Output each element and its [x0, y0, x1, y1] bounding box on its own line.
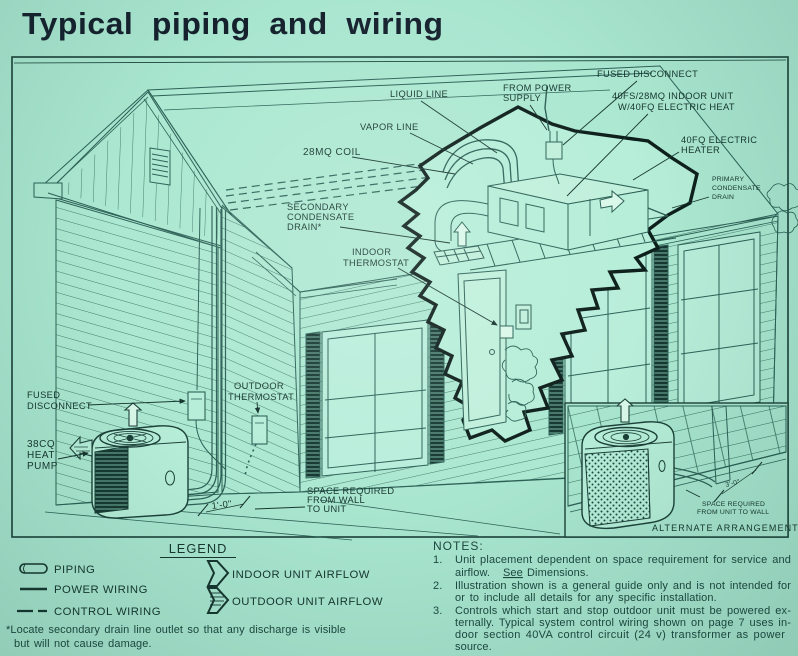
label-indoor-thermostat: INDOOR — [352, 247, 391, 257]
alt-dimension — [713, 461, 763, 503]
svg-text:THERMOSTAT: THERMOSTAT — [343, 258, 409, 268]
label-secondary-drain: SECONDARY — [287, 202, 349, 212]
svg-text:PUMP: PUMP — [27, 461, 58, 472]
legend-title: LEGEND — [169, 541, 228, 556]
svg-text:DRAIN: DRAIN — [712, 194, 734, 201]
svg-text:source.: source. — [455, 641, 492, 653]
primary-drain-pipe — [647, 207, 669, 217]
indoor-fused-disconnect — [544, 85, 563, 185]
label-dim-1ft: 1'-0" — [211, 499, 232, 511]
outdoor-airflow-arrow-icon — [206, 587, 230, 614]
label-coil: 28MQ COIL — [303, 147, 361, 158]
outdoor-thermostat-device — [251, 415, 268, 445]
heat-pump-unit — [69, 402, 189, 519]
wall-dimension — [197, 495, 251, 517]
legend-footnote: *Locate secondary drain line outlet so t… — [6, 624, 346, 636]
label-fused-disconnect-indoor: FUSED DISCONNECT — [597, 69, 698, 79]
note-2: Illustration shown is a general guide on… — [455, 580, 791, 592]
svg-text:but will not cause damage.: but will not cause damage. — [14, 638, 152, 650]
notes-heading: NOTES: — [433, 539, 484, 553]
label-heat-pump: 38CQ — [27, 439, 55, 450]
svg-text:THERMOSTAT: THERMOSTAT — [228, 392, 294, 402]
attic-interior — [433, 85, 677, 431]
svg-text:airflow.: airflow. — [455, 567, 490, 579]
label-fused-disconnect-outdoor: FUSED — [27, 390, 60, 400]
legend-control-label: CONTROL WIRING — [54, 606, 161, 618]
label-space-unit-wall: SPACE REQUIRED — [702, 501, 765, 508]
interior-room — [457, 269, 532, 431]
note-3: Controls which start and stop outdoor un… — [455, 605, 791, 617]
refrigerant-pipe-loops — [442, 139, 520, 195]
fan-airflow-up-arrow-icon — [123, 402, 143, 427]
svg-text:CONDENSATE: CONDENSATE — [287, 212, 354, 222]
legend-power-label: POWER WIRING — [54, 584, 148, 596]
alternate-unit — [581, 398, 675, 530]
label-dim-3ft: 3'-0" — [725, 479, 741, 489]
page-title: Typical piping and wiring — [22, 6, 444, 41]
svg-text:TO UNIT: TO UNIT — [307, 504, 346, 514]
label-space-wall-unit: SPACE REQUIRED — [307, 486, 394, 496]
indoor-airflow-arrow-icon — [452, 221, 472, 247]
legend-outdoor-airflow-label: OUTDOOR UNIT AIRFLOW — [232, 596, 383, 608]
svg-text:See: See — [503, 567, 523, 579]
svg-text:ternally. Typical system contr: ternally. Typical system control wiring … — [455, 617, 791, 629]
label-from-power-supply: FROM POWER — [503, 83, 572, 93]
svg-text:door section 40VA control circ: door section 40VA control circuit (24 v)… — [455, 629, 785, 641]
svg-text:DISCONNECT: DISCONNECT — [27, 401, 92, 411]
indoor-thermostat-device — [499, 325, 514, 339]
label-electric-heater: 40FQ ELECTRIC — [681, 135, 757, 145]
heater-airflow-arrow-icon — [599, 189, 625, 214]
label-primary-drain: PRIMARY — [712, 176, 745, 183]
label-indoor-unit: 40FS/28MQ INDOOR UNIT — [612, 91, 734, 101]
svg-text:FROM WALL: FROM WALL — [307, 495, 365, 505]
svg-text:HEATER: HEATER — [681, 145, 720, 155]
diagram-frame — [11, 56, 789, 538]
svg-text:2.: 2. — [433, 580, 442, 592]
svg-text:Dimensions.: Dimensions. — [527, 567, 589, 579]
legend-indoor-airflow-label: INDOOR UNIT AIRFLOW — [232, 569, 370, 581]
front-window — [305, 316, 445, 479]
label-liquid-line: LIQUID LINE — [390, 89, 448, 99]
outdoor-fused-disconnect — [187, 391, 206, 421]
svg-text:W/40FQ ELECTRIC HEAT: W/40FQ ELECTRIC HEAT — [618, 102, 735, 112]
alternate-arrangement-inset — [564, 398, 789, 538]
indoor-airflow-arrow-icon — [206, 560, 230, 587]
debris — [501, 345, 538, 422]
legend-piping-label: PIPING — [54, 564, 95, 576]
right-window-2 — [677, 231, 761, 415]
svg-text:or to include all details for: or to include all details for any specif… — [455, 592, 717, 604]
legend: LEGEND PIPING POWER WIRING CONTROL WIRIN… — [6, 541, 383, 650]
svg-text:1.: 1. — [433, 554, 442, 566]
supply-duct — [433, 200, 489, 266]
note-1: Unit placement dependent on space requir… — [455, 554, 791, 566]
svg-text:SUPPLY: SUPPLY — [503, 93, 541, 103]
notes: NOTES: 1. Unit placement dependent on sp… — [433, 539, 791, 653]
piping-symbol-icon — [19, 563, 48, 574]
svg-text:3.: 3. — [433, 605, 442, 617]
diagram-labels: LIQUID LINE VAPOR LINE 28MQ COIL FROM PO… — [27, 69, 798, 533]
gable-vent-icon — [149, 147, 171, 186]
label-alternate-caption: ALTERNATE ARRANGEMENT — [652, 523, 798, 533]
roof-pipe-dashed-lines — [225, 159, 448, 211]
label-outdoor-thermostat: OUTDOOR — [234, 381, 284, 391]
leader-lines — [57, 80, 710, 510]
indoor-unit — [487, 173, 649, 251]
label-vapor-line: VAPOR LINE — [360, 122, 419, 132]
exterior-piping — [185, 206, 257, 506]
alt-fan-airflow-arrow-icon — [615, 398, 635, 423]
svg-text:FROM UNIT TO WALL: FROM UNIT TO WALL — [697, 509, 769, 516]
svg-text:HEAT: HEAT — [27, 450, 55, 461]
svg-text:DRAIN*: DRAIN* — [287, 222, 322, 232]
svg-text:CONDENSATE: CONDENSATE — [712, 185, 761, 192]
shrub — [766, 183, 798, 234]
